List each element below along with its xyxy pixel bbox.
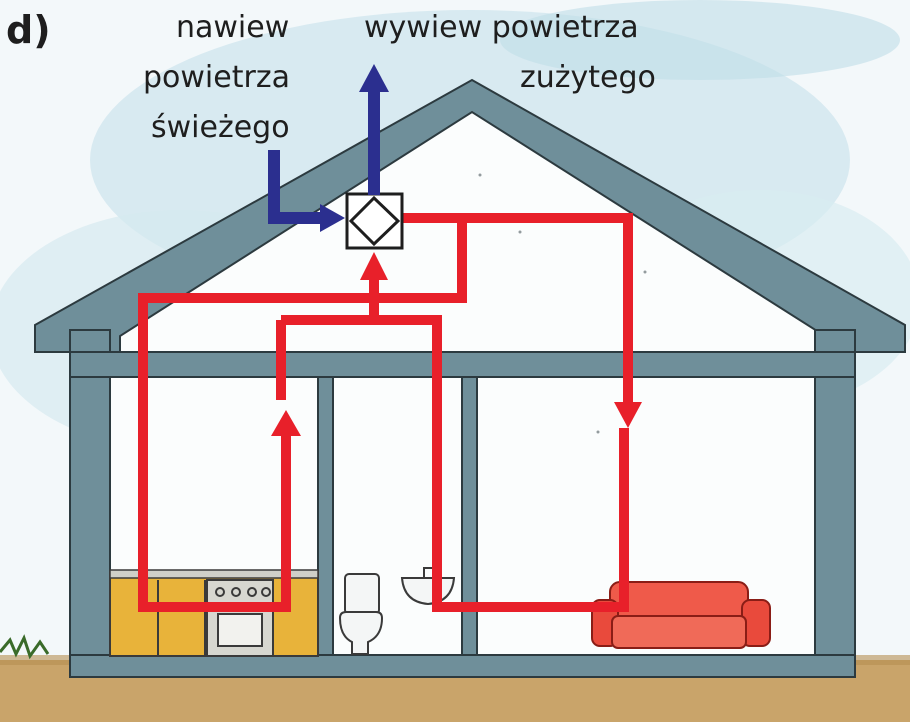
partition-wall-right [461,376,478,668]
warm-air-arrowheads [271,252,642,436]
fresh-air-arrowhead [320,204,345,232]
supply-air-label-line-3: świeżego [151,110,290,145]
fresh-air-duct-horizontal [268,212,324,224]
outside-air-arrows [268,64,389,232]
kitchen-up-arrow [271,410,301,436]
supply-duct-living-room [402,213,633,408]
fresh-air-duct-vertical [268,150,280,222]
exhaust-air-label-line-2: zużytego [520,60,656,95]
exhaust-air-label-line-1: wywiew powietrza [364,10,639,45]
return-duct-bathroom [281,315,629,612]
grass [0,634,50,660]
toilet-icon [338,573,384,655]
panel-letter: d) [6,8,51,52]
right-wall [814,329,856,676]
house-structure [34,78,906,678]
supply-air-label-line-2: powietrza [143,60,290,95]
exhaust-air-duct [368,90,380,195]
partition-wall-left [317,376,334,668]
warm-air-ducts [138,213,633,612]
left-wall [69,329,111,676]
sofa-icon [591,581,771,649]
supply-air-label-line-1: nawiew [176,10,290,45]
supply-duct-kitchen [138,218,467,612]
living-room-down-arrow [614,402,642,428]
floor-slab [69,654,856,678]
ceiling-beam [69,351,856,378]
return-up-arrow [360,252,388,280]
wash-specks [478,173,647,434]
exhaust-air-arrowhead [359,64,389,92]
heat-recovery-unit-icon [345,192,404,250]
